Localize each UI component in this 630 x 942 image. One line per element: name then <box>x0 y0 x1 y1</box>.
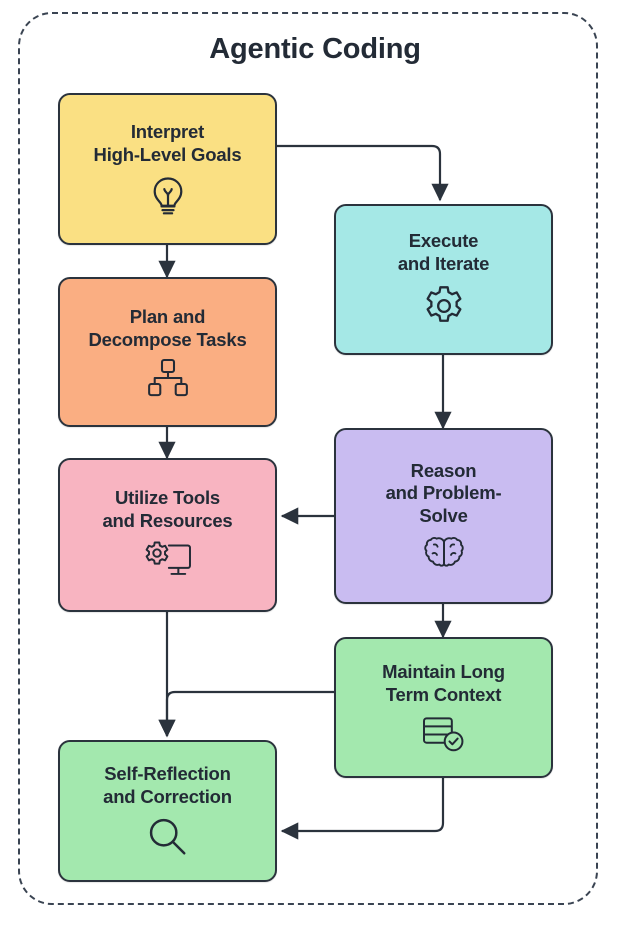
diagram-title: Agentic Coding <box>209 33 421 65</box>
lightbulb-icon <box>146 173 190 217</box>
database-check-icon <box>420 714 468 754</box>
gear-monitor-icon <box>143 539 193 583</box>
diagram-container-border <box>18 12 598 905</box>
brain-icon <box>422 534 466 572</box>
gear-icon <box>421 283 467 329</box>
hierarchy-icon <box>144 358 192 398</box>
magnifier-icon <box>146 815 190 859</box>
